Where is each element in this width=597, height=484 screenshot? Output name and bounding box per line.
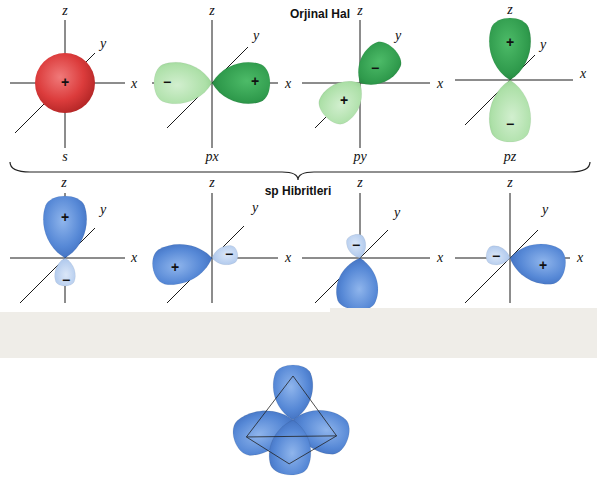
section-heading: sp Hibritleri: [265, 185, 332, 197]
axis-line: [510, 193, 511, 303]
axis-label: z: [507, 3, 512, 17]
orbital-lobe: [154, 62, 212, 104]
axis-label: y: [252, 201, 258, 215]
hybrid-lobe: [273, 365, 313, 420]
orbital-lobe: [210, 244, 239, 267]
orbital-lobe: [485, 245, 512, 268]
orbital-name: pz: [504, 150, 516, 164]
orbital-lobe: [313, 70, 374, 131]
axis-label: x: [437, 251, 443, 265]
grouping-brace: [10, 162, 590, 180]
phase-sign: +: [340, 93, 348, 107]
panel-title: Orjinal Hal: [290, 8, 350, 20]
phase-sign: −: [492, 249, 500, 263]
axis-label: z: [357, 4, 362, 18]
phase-sign: +: [539, 258, 547, 272]
axis-label: z: [61, 176, 66, 190]
tetrahedron-edge: [246, 436, 336, 437]
orbital-name: py: [353, 150, 366, 164]
orbital-lobe: [55, 258, 76, 286]
phase-sign: +: [61, 210, 69, 224]
phase-sign: +: [251, 74, 259, 88]
phase-sign: −: [352, 238, 360, 252]
orbital-name: s: [62, 150, 67, 164]
axis-label: y: [100, 203, 106, 217]
axis-label: z: [209, 4, 214, 18]
axis-label: x: [577, 251, 583, 265]
axis-label: y: [394, 206, 400, 220]
s-orbital: [35, 53, 95, 113]
hybrid-lobe: [267, 418, 313, 476]
orbital-lobe: [149, 238, 215, 288]
axis-label: y: [253, 29, 259, 43]
phase-sign: −: [163, 75, 171, 89]
axis-line: [212, 193, 213, 303]
axis-label: y: [540, 38, 546, 52]
phase-sign: +: [506, 35, 514, 49]
axis-label: x: [437, 77, 443, 91]
tetrahedron-edge: [293, 376, 337, 436]
axis-label: x: [285, 251, 291, 265]
axis-label: y: [100, 37, 106, 51]
orbital-lobe: [489, 18, 531, 80]
axis-label: x: [131, 251, 137, 265]
axis-label: y: [542, 203, 548, 217]
axis-label: x: [580, 67, 586, 81]
orbital-lobe: [507, 238, 569, 287]
axis-label: z: [62, 4, 67, 18]
axis-line: [302, 258, 430, 259]
axis-label: z: [209, 176, 214, 190]
orbital-lobe: [212, 62, 270, 104]
phase-sign: −: [62, 273, 70, 287]
axis-line: [10, 258, 125, 259]
orbital-lobe: [43, 196, 86, 258]
orbital-name: px: [205, 150, 218, 164]
axis-label: x: [285, 77, 291, 91]
orbital-lobe: [345, 232, 369, 260]
tetrahedron-edge: [246, 437, 289, 464]
cover-band: [330, 308, 597, 358]
phase-sign: −: [371, 61, 379, 75]
axis-label: z: [357, 176, 362, 190]
axis-label: y: [395, 29, 401, 43]
axis-line: [15, 53, 95, 133]
orbital-lobe: [489, 80, 531, 142]
axis-label: z: [507, 176, 512, 190]
phase-sign: −: [225, 247, 233, 261]
phase-sign: +: [171, 260, 179, 274]
tetrahedron-edge: [289, 436, 336, 464]
tetrahedron-edge: [246, 376, 293, 437]
orbital-lobe: [335, 256, 381, 311]
axis-line: [455, 80, 573, 81]
axis-label: x: [131, 77, 137, 91]
phase-sign: −: [506, 117, 514, 131]
phase-sign: +: [61, 75, 69, 89]
